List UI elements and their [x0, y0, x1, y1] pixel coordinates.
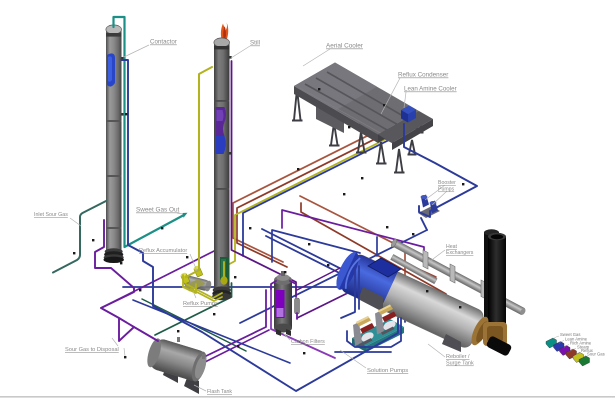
svg-text:Flash Tank: Flash Tank: [207, 389, 232, 395]
svg-text:Sweet Gas: Sweet Gas: [560, 332, 580, 337]
svg-text:Booster: Booster: [438, 180, 456, 186]
svg-text:Sour Gas to Disposal: Sour Gas to Disposal: [65, 347, 119, 353]
svg-text:Aerial Cooler: Aerial Cooler: [326, 43, 364, 50]
svg-text:Sour Gas: Sour Gas: [587, 352, 605, 357]
svg-text:Reflux Accumulator: Reflux Accumulator: [139, 248, 187, 254]
svg-text:Still: Still: [250, 40, 260, 47]
svg-text:Heat: Heat: [446, 244, 458, 250]
svg-text:Solution Pumps: Solution Pumps: [367, 368, 408, 374]
svg-text:Steam: Steam: [577, 345, 590, 350]
svg-text:Surge Tank: Surge Tank: [446, 361, 474, 367]
svg-text:Inlet Sour Gas: Inlet Sour Gas: [34, 212, 68, 218]
svg-text:Pumps: Pumps: [438, 187, 455, 193]
svg-text:Exchangers: Exchangers: [446, 250, 474, 256]
svg-text:Contactor: Contactor: [150, 39, 177, 46]
svg-text:Lean Amine Cooler: Lean Amine Cooler: [404, 86, 457, 93]
svg-text:Sweet Gas Out: Sweet Gas Out: [136, 207, 180, 214]
svg-text:Reboiler /: Reboiler /: [446, 354, 470, 360]
svg-text:Reflux Pumps: Reflux Pumps: [183, 301, 218, 307]
svg-text:Carbon Filters: Carbon Filters: [291, 339, 325, 345]
svg-text:Rich Amine: Rich Amine: [570, 341, 592, 346]
svg-text:Lean Amine: Lean Amine: [565, 337, 588, 342]
svg-text:Reflux Condenser: Reflux Condenser: [398, 72, 448, 79]
svg-text:Reflux: Reflux: [581, 348, 594, 353]
